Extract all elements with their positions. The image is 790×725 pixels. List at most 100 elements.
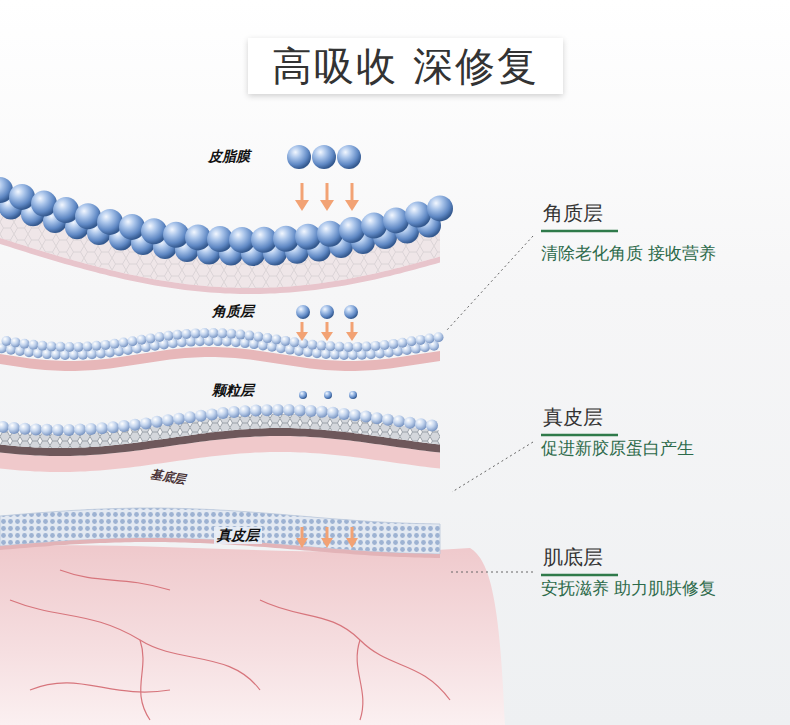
corneum-sphere — [11, 337, 21, 347]
corneum-sphere — [434, 332, 444, 342]
granular-sphere — [52, 424, 64, 436]
callout-heading: 肌底层 — [543, 545, 603, 569]
granular-sphere — [283, 404, 295, 416]
granular-sphere — [140, 417, 152, 429]
granular-sphere — [217, 407, 229, 419]
corneum-sphere — [380, 340, 390, 350]
granular-sphere — [195, 410, 207, 422]
corneum-sphere — [56, 342, 66, 352]
corneum-sphere — [245, 331, 255, 341]
corneum-sphere — [101, 340, 111, 350]
corneum-sphere — [398, 338, 408, 348]
sebum-sphere — [119, 214, 145, 240]
granular-sphere — [162, 414, 174, 426]
granular-sphere — [8, 422, 20, 434]
tissue-base — [0, 545, 505, 725]
absorption-arrows — [295, 183, 359, 548]
sebum-sphere — [383, 207, 409, 233]
corneum-sphere — [92, 341, 102, 351]
corneum-sphere — [371, 341, 381, 351]
sebum-sphere — [295, 224, 321, 250]
corneum-sphere — [182, 329, 192, 339]
granular-sphere — [426, 420, 438, 432]
sebum-sphere — [141, 218, 167, 244]
sebum-sphere — [75, 203, 101, 229]
corneum-sphere — [416, 335, 426, 345]
granular-sphere — [96, 422, 108, 434]
corneum-sphere — [281, 336, 291, 346]
corneum-sphere — [344, 342, 354, 352]
callout-heading: 真皮层 — [543, 405, 603, 429]
granular-sphere — [327, 407, 339, 419]
layers — [0, 177, 453, 558]
granular-sphere — [272, 404, 284, 416]
granular-sphere — [371, 412, 383, 424]
granular-sphere — [382, 414, 394, 426]
corneum-sphere — [119, 338, 129, 348]
corneum-sphere — [425, 334, 435, 344]
sebum-sphere — [427, 195, 453, 221]
granular-sphere — [107, 421, 119, 433]
granular-sphere — [360, 411, 372, 423]
corneum-sphere — [290, 337, 300, 347]
callout-text: 清除老化角质 接收营养 — [541, 243, 716, 263]
corneum-sphere — [362, 342, 372, 352]
callout-text: 安抚滋养 助力肌肤修复 — [541, 578, 716, 598]
granular-sphere — [305, 405, 317, 417]
corneum-sphere — [263, 333, 273, 343]
granular-sphere — [349, 409, 361, 421]
corneum-sphere — [389, 339, 399, 349]
granular-sphere — [151, 416, 163, 428]
heading-underlines — [541, 231, 618, 575]
sebum-sphere — [273, 226, 299, 252]
corneum-sphere — [74, 342, 84, 352]
corneum-sphere — [299, 339, 309, 349]
callout-text: 促进新胶原蛋白产生 — [541, 438, 694, 458]
granular-sphere — [404, 417, 416, 429]
sebum-sphere — [405, 202, 431, 228]
sebum-sphere — [361, 213, 387, 239]
corneum-sphere — [47, 341, 57, 351]
corneum-sphere — [335, 342, 345, 352]
granular-sphere — [415, 418, 427, 430]
granular-sphere — [338, 408, 350, 420]
corneum-sphere — [164, 331, 174, 341]
corneum-sphere — [236, 330, 246, 340]
corneum-sphere — [20, 339, 30, 349]
granular-sphere — [41, 424, 53, 436]
dermis-band — [0, 508, 440, 554]
sebum-sphere — [185, 224, 211, 250]
granular-sphere — [0, 421, 9, 433]
corneum-sphere — [137, 335, 147, 345]
layer-label: 角质层 — [212, 303, 254, 320]
corneum-sphere — [200, 328, 210, 338]
sebum-sphere — [339, 217, 365, 243]
corneum-sphere — [227, 329, 237, 339]
corneum-sphere — [272, 335, 282, 345]
corneum-sphere — [155, 332, 165, 342]
granular-sphere — [184, 411, 196, 423]
corneum-sphere — [353, 342, 363, 352]
corneum-sphere — [308, 340, 318, 350]
granular-sphere — [316, 406, 328, 418]
sebum-sphere — [97, 209, 123, 235]
sebum-sphere — [9, 184, 35, 210]
granular-sphere — [173, 413, 185, 425]
layer-label: 皮脂膜 — [208, 148, 250, 165]
granular-sphere — [30, 423, 42, 435]
granular-sphere — [85, 423, 97, 435]
corneum-sphere — [326, 341, 336, 351]
granular-sphere — [393, 415, 405, 427]
layer-label: 基底层 — [149, 468, 187, 487]
granular-sphere — [250, 405, 262, 417]
title-box: 高吸收 深修复 — [248, 38, 563, 94]
sebum-sphere — [317, 221, 343, 247]
layer-label: 真皮层 — [214, 527, 262, 544]
granular-sphere — [228, 406, 240, 418]
corneum-sphere — [2, 336, 12, 346]
corneum-sphere — [173, 330, 183, 340]
corneum-sphere — [218, 328, 228, 338]
granular-sphere — [19, 423, 31, 435]
